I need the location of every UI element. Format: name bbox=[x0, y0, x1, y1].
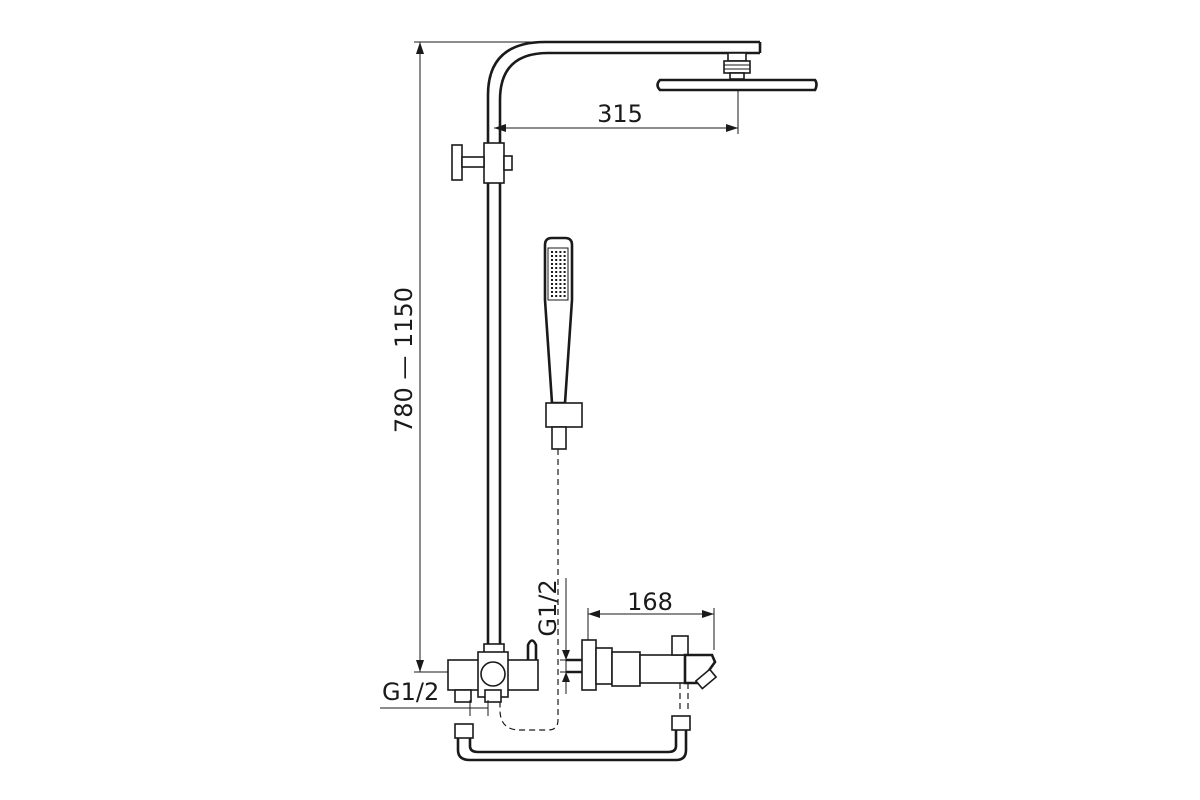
nozzle-dot bbox=[559, 267, 562, 269]
spout-dimension: 168 bbox=[587, 588, 715, 650]
nozzle-dot bbox=[551, 283, 553, 285]
nozzle-dot bbox=[551, 275, 553, 277]
nozzle-dot bbox=[559, 255, 562, 257]
nozzle-dot bbox=[555, 263, 558, 265]
nozzle-dot bbox=[559, 251, 562, 253]
nozzle-dot bbox=[563, 263, 566, 265]
nozzle-dot bbox=[551, 291, 553, 293]
nozzle-dot bbox=[555, 279, 558, 281]
spout-length-label: 168 bbox=[627, 588, 673, 616]
nozzle-dot bbox=[551, 295, 553, 297]
shower-arm bbox=[486, 40, 762, 150]
nozzle-dot bbox=[551, 279, 553, 281]
nozzle-dot bbox=[563, 267, 566, 269]
nozzle-dot bbox=[551, 287, 553, 289]
nozzle-dot bbox=[555, 267, 558, 269]
nozzle-dot bbox=[563, 291, 566, 293]
hand-shower bbox=[543, 236, 583, 450]
nozzle-dot bbox=[555, 275, 558, 277]
nozzle-dot bbox=[555, 287, 558, 289]
height-dimension: 780 — 1150 bbox=[390, 41, 540, 673]
rain-shower-head bbox=[656, 52, 818, 92]
nozzle-dot bbox=[559, 271, 562, 273]
nozzle-dot bbox=[563, 295, 566, 297]
nozzle-dot bbox=[555, 295, 558, 297]
riser-pipe bbox=[483, 183, 505, 657]
nozzle-dot bbox=[551, 255, 553, 257]
nozzle-dot bbox=[563, 255, 566, 257]
nozzle-dot bbox=[555, 283, 558, 285]
nozzle-dot bbox=[559, 259, 562, 261]
nozzle-grid bbox=[551, 251, 566, 297]
left-thread-dimension: G1/2 bbox=[380, 678, 489, 716]
left-thread-label: G1/2 bbox=[382, 678, 439, 706]
nozzle-dot bbox=[559, 295, 562, 297]
connecting-pipe bbox=[454, 715, 691, 762]
nozzle-dot bbox=[563, 275, 566, 277]
nozzle-dot bbox=[555, 291, 558, 293]
nozzle-dot bbox=[559, 275, 562, 277]
head-reach-dimension: 315 bbox=[494, 90, 739, 134]
nozzle-dot bbox=[551, 267, 553, 269]
head-reach-label: 315 bbox=[597, 100, 643, 128]
nozzle-dot bbox=[555, 259, 558, 261]
nozzle-dot bbox=[559, 287, 562, 289]
nozzle-dot bbox=[555, 251, 558, 253]
nozzle-dot bbox=[563, 279, 566, 281]
nozzle-dot bbox=[559, 283, 562, 285]
shower-hose bbox=[499, 449, 559, 731]
nozzle-dot bbox=[555, 255, 558, 257]
nozzle-dot bbox=[551, 251, 553, 253]
nozzle-dot bbox=[563, 287, 566, 289]
height-range-label: 780 — 1150 bbox=[390, 287, 418, 433]
nozzle-dot bbox=[563, 259, 566, 261]
mixer-body-left bbox=[447, 639, 539, 703]
right-thread-label: G1/2 bbox=[534, 579, 562, 636]
nozzle-dot bbox=[555, 271, 558, 273]
nozzle-dot bbox=[559, 279, 562, 281]
bath-mixer-right bbox=[566, 635, 718, 712]
nozzle-dot bbox=[551, 263, 553, 265]
nozzle-dot bbox=[563, 283, 566, 285]
nozzle-dot bbox=[559, 263, 562, 265]
nozzle-dot bbox=[563, 251, 566, 253]
nozzle-dot bbox=[551, 259, 553, 261]
nozzle-dot bbox=[559, 291, 562, 293]
right-thread-dimension: G1/2 bbox=[534, 578, 572, 694]
nozzle-dot bbox=[551, 271, 553, 273]
nozzle-dot bbox=[563, 271, 566, 273]
rail-bracket bbox=[451, 142, 513, 184]
